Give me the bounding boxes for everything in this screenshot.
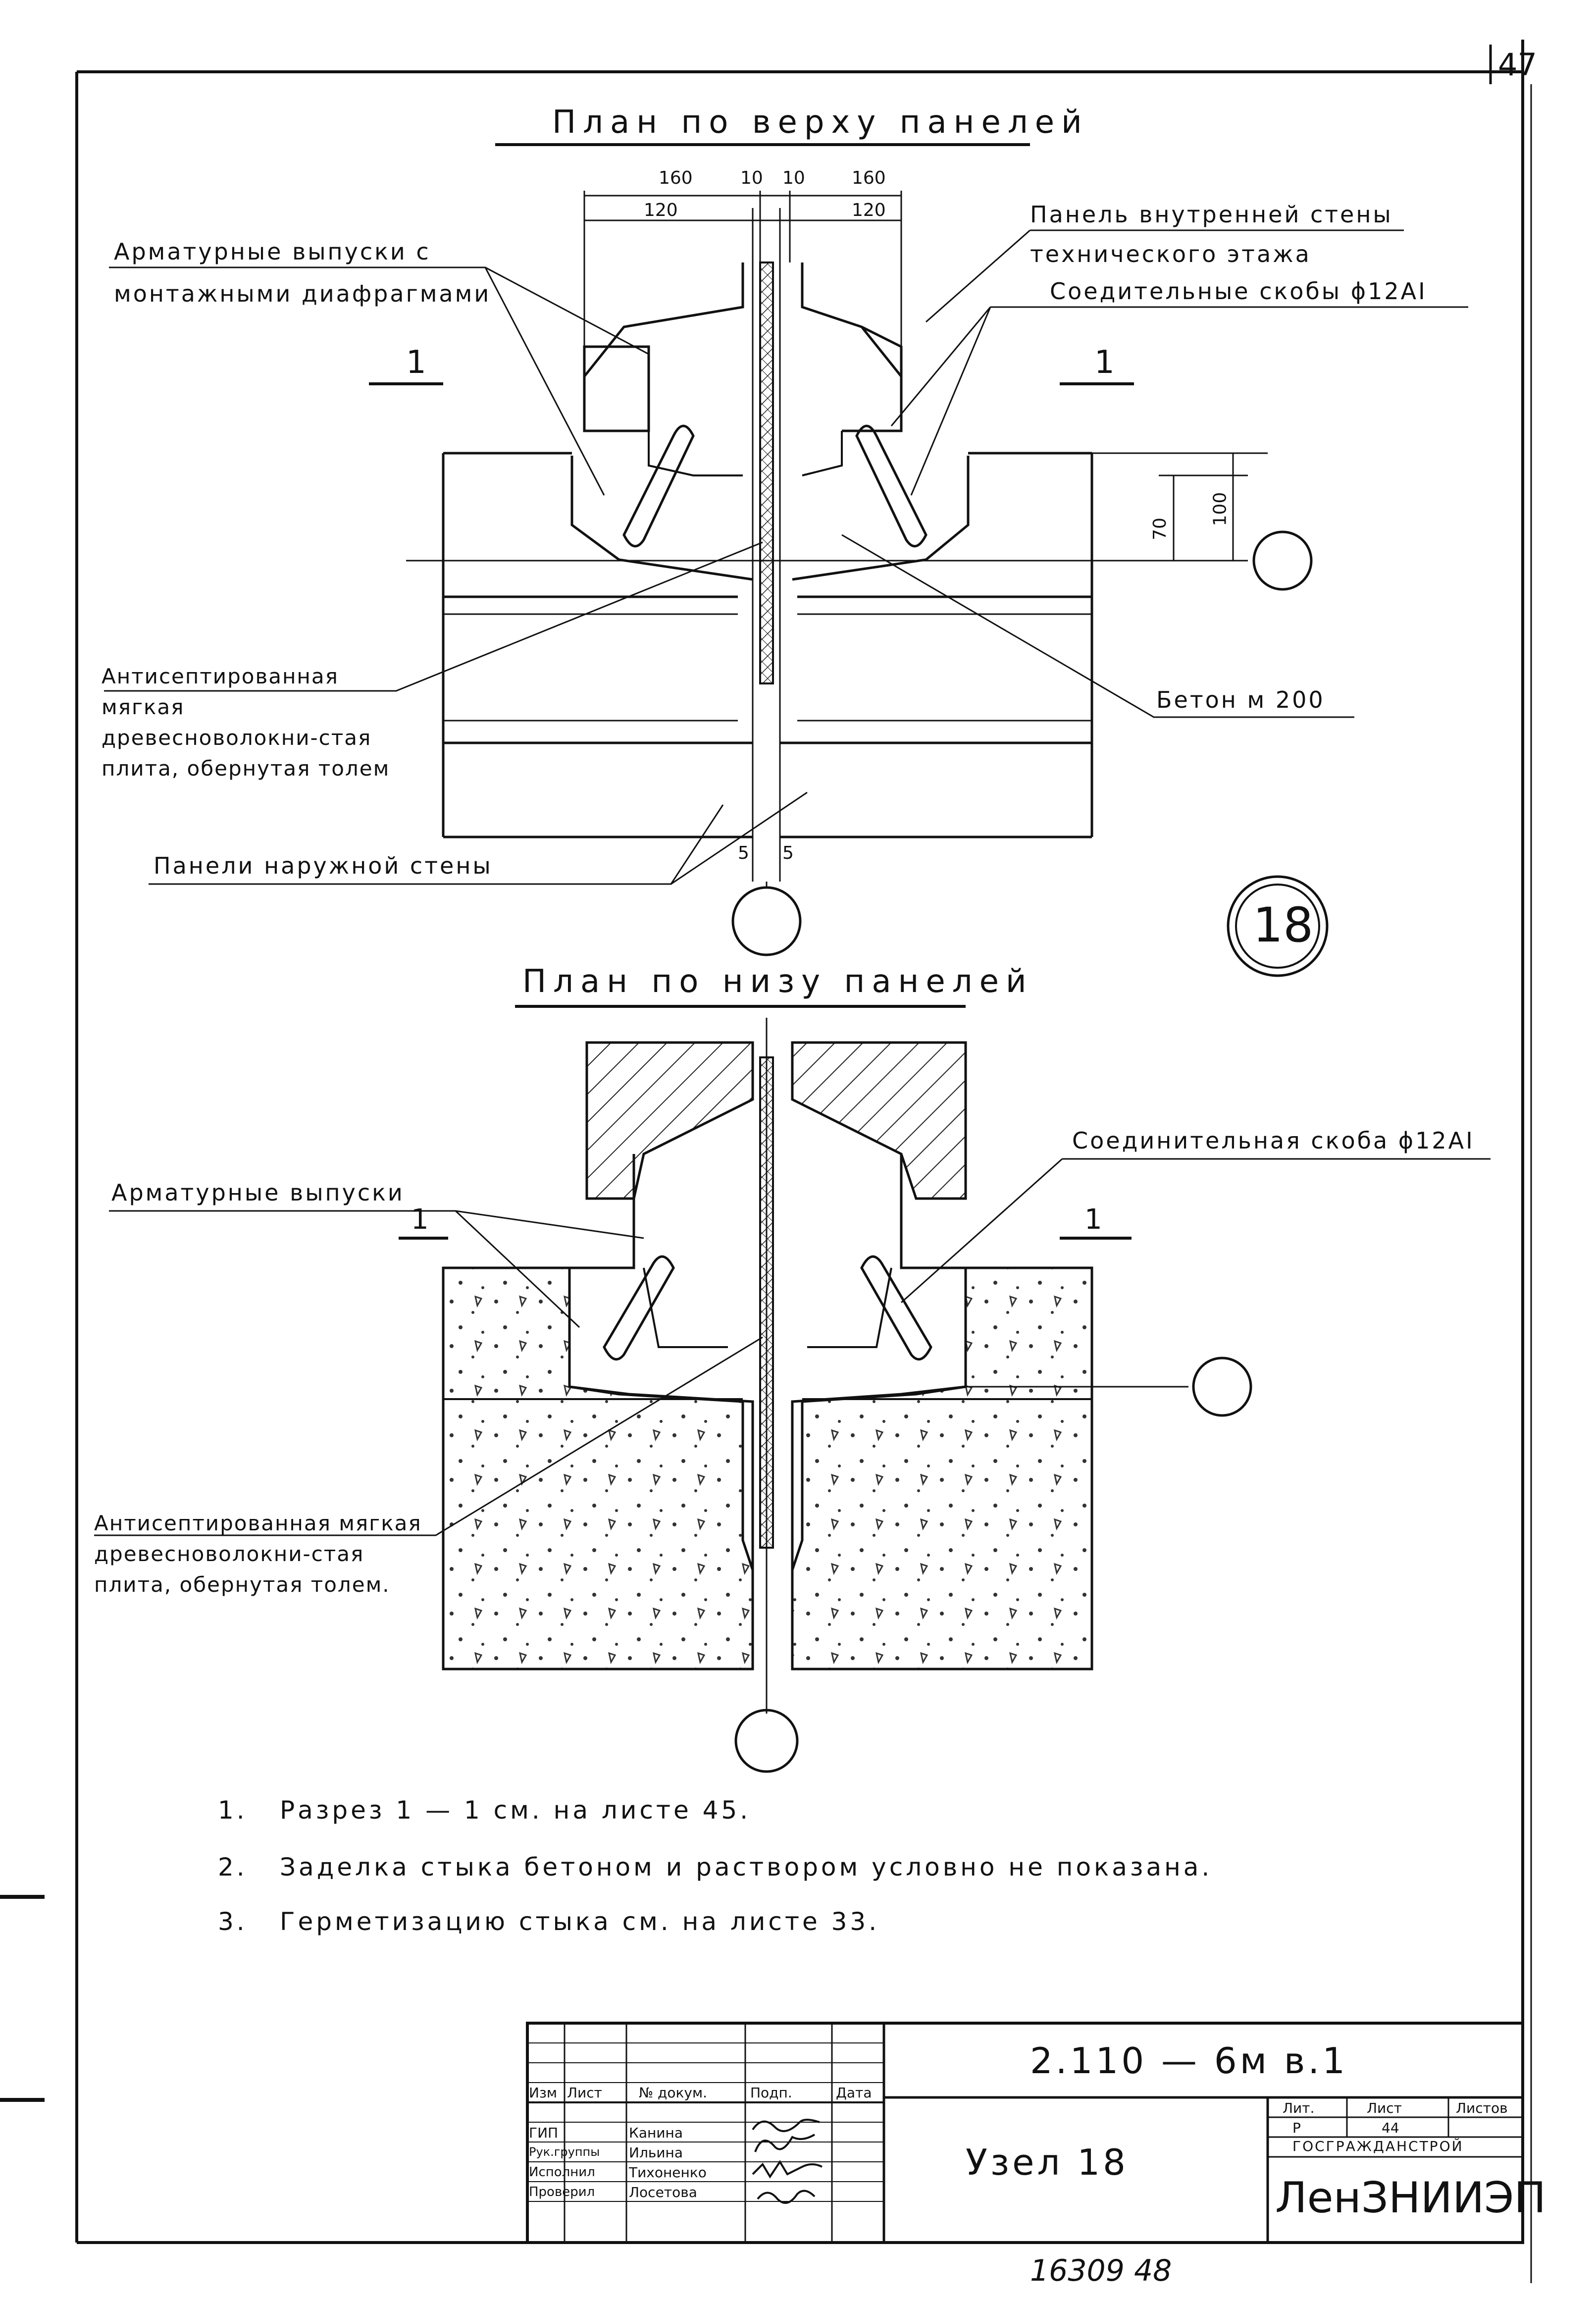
dim-5-right: 5 (782, 843, 794, 863)
dim-5-left: 5 (738, 843, 749, 863)
note-1-text: Разрез 1 — 1 см. на листе 45. (280, 1796, 751, 1825)
label-rebar-outlets-1: Арматурные выпуски с (114, 238, 431, 265)
tb-lit-value: Р (1292, 2120, 1301, 2136)
bottom-plan-title: План по низу панелей (522, 963, 1033, 1000)
note-2-text: Заделка стыка бетоном и раствором условн… (280, 1853, 1213, 1881)
note-3-text: Герметизацию стыка см. на листе 33. (280, 1907, 880, 1936)
tb-org-small: ГОСГРАЖДАНСТРОЙ (1292, 2138, 1464, 2154)
tb-header-izm: Изм (529, 2085, 557, 2101)
tb-header-date: Дата (836, 2085, 872, 2101)
tb-sheet-header: Лист (1367, 2100, 1402, 2116)
section-mark-left-bottom: 1 (411, 1203, 429, 1236)
dim-120-right: 120 (852, 200, 886, 220)
bottom-plan-lines (94, 1005, 1491, 1773)
top-plan-lines (104, 143, 1468, 977)
dim-100: 100 (1210, 492, 1231, 526)
tb-role-gip: ГИП (529, 2125, 559, 2141)
node-badge: 18 (1253, 897, 1314, 953)
label-bracket-bottom: Соединительная скоба ϕ12АI (1072, 1127, 1475, 1154)
tb-header-sign: Подп. (750, 2085, 792, 2101)
label-antiseptic-top: Антисептированная мягкая древесноволокни… (102, 664, 390, 781)
label-antiseptic-bottom: Антисептированная мягкая древесноволокни… (94, 1511, 422, 1597)
section-mark-right-top: 1 (1094, 344, 1115, 381)
dim-160-right: 160 (852, 168, 886, 188)
tb-role-exec: Исполнил (529, 2165, 595, 2180)
tb-drawing-code: 2.110 — 6м в.1 (1030, 2040, 1348, 2082)
tb-name-lead: Ильина (629, 2144, 683, 2161)
label-rebar-outlets-2: монтажными диафрагмами (114, 280, 491, 307)
tb-sheets-header: Листов (1456, 2100, 1508, 2116)
tb-header-list: Лист (567, 2085, 602, 2101)
tb-header-doc: № докум. (639, 2085, 708, 2101)
signatures (752, 2119, 823, 2204)
tb-sheet-value: 44 (1382, 2120, 1399, 2136)
tb-org-big: ЛенЗНИИЭП (1275, 2173, 1546, 2223)
section-mark-left-top: 1 (406, 344, 426, 381)
note-1-num: 1. (218, 1796, 248, 1825)
tb-drawing-name: Узел 18 (966, 2142, 1129, 2183)
tb-role-lead: Рук.группы (529, 2145, 600, 2159)
section-mark-right-bottom: 1 (1084, 1203, 1102, 1236)
title-block-lines (526, 2022, 1524, 2244)
dim-160-left: 160 (659, 168, 693, 188)
label-outer-panels: Панели наружной стены (154, 852, 493, 879)
tb-name-check: Лосетова (629, 2184, 697, 2200)
tb-role-check: Проверил (529, 2185, 595, 2199)
dim-10-left: 10 (740, 168, 763, 188)
tb-name-exec: Тихоненко (629, 2164, 707, 2181)
label-inner-wall-1: Панель внутренней стены (1030, 201, 1393, 228)
label-concrete: Бетон м 200 (1156, 686, 1325, 713)
label-brackets: Соедительные скобы ϕ12АI (1050, 278, 1427, 305)
dim-10-right: 10 (782, 168, 805, 188)
label-inner-wall-2: технического этажа (1030, 241, 1311, 267)
tb-lit-header: Лит. (1283, 2100, 1315, 2116)
top-plan-title: План по верху панелей (552, 104, 1089, 141)
dim-70: 70 (1149, 518, 1170, 540)
note-2-num: 2. (218, 1853, 248, 1881)
page-number: 47 (1498, 47, 1537, 83)
label-rebar-outlets-bottom: Арматурные выпуски (111, 1179, 405, 1206)
tb-name-gip: Канина (629, 2125, 683, 2141)
footer-inventory: 16309 48 (1030, 2253, 1172, 2288)
note-3-num: 3. (218, 1907, 248, 1936)
dim-120-left: 120 (644, 200, 678, 220)
